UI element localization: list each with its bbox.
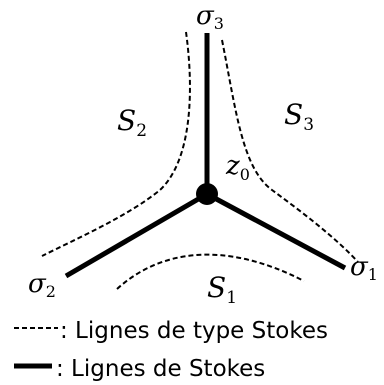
stokes-type-line-left (41, 31, 191, 257)
legend-solid-label: : Lignes de Stokes (56, 356, 265, 382)
center-point-z0 (196, 183, 218, 205)
label-s1: S1 (207, 271, 237, 308)
label-s3: S3 (284, 98, 314, 135)
stokes-type-lines (41, 31, 359, 290)
stokes-lines (64, 33, 347, 279)
stokes-type-line-right (221, 39, 359, 263)
label-sigma2: σ2 (28, 269, 56, 301)
label-sigma1: σ1 (350, 252, 378, 284)
legend: : Lignes de type Stokes : Lignes de Stok… (14, 318, 328, 382)
legend-dashed-label: : Lignes de type Stokes (60, 318, 328, 344)
stokes-type-line-bottom (116, 253, 305, 290)
stokes-line-to-sigma1 (205, 191, 347, 271)
stokes-line-to-sigma2 (64, 191, 209, 279)
label-s2: S2 (117, 104, 147, 141)
label-sigma3: σ3 (196, 1, 224, 33)
label-z0: z0 (225, 151, 250, 184)
